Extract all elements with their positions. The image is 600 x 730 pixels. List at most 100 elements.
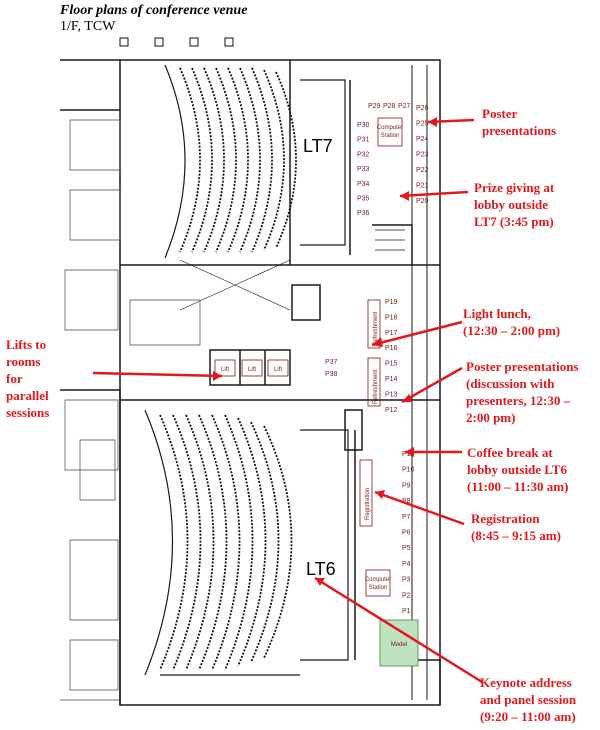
poster-label: P27	[398, 103, 411, 110]
poster-label: P4	[402, 561, 411, 568]
poster-label: P2	[402, 592, 411, 599]
poster-label: P36	[357, 210, 370, 217]
poster-label: P33	[357, 166, 370, 173]
computer-station-top-label-1: Computer	[377, 125, 403, 131]
annotation-line: Prize giving at	[474, 180, 555, 195]
poster-label: P20	[416, 198, 429, 205]
arrow-registration	[374, 490, 465, 526]
poster-label: P8	[402, 498, 411, 505]
annotation-line: 2:00 pm)	[466, 410, 516, 425]
annotation-line: Coffee break at	[467, 445, 553, 460]
poster-label: P34	[357, 181, 370, 188]
annotation-line: Light lunch,	[463, 306, 531, 321]
annotation-keynote: Keynote address and panel session (9:20 …	[480, 674, 576, 725]
poster-label: P32	[357, 151, 370, 158]
room-lt6-label: LT6	[306, 559, 336, 579]
annotation-arrowheads	[213, 117, 437, 586]
computer-station-bottom-label-1: Computer	[365, 577, 391, 583]
poster-label: P19	[385, 299, 398, 306]
lift-boxes	[214, 359, 289, 377]
poster-label: P23	[416, 152, 429, 159]
annotation-line: Lifts to	[6, 337, 47, 352]
annotation-lifts: Lifts to rooms for parallel sessions	[6, 336, 49, 421]
annotation-line: LT7 (3:45 pm)	[474, 214, 554, 229]
poster-label: P10	[402, 467, 415, 474]
annotation-line: lobby outside	[474, 197, 549, 212]
lt6-room-walls	[144, 409, 349, 676]
annotation-line: sessions	[6, 405, 50, 420]
poster-label: P18	[385, 314, 398, 321]
room-lt7-label: LT7	[303, 136, 333, 156]
annotation-prize-giving: Prize giving at lobby outside LT7 (3:45 …	[474, 179, 554, 230]
poster-label: P35	[357, 196, 370, 203]
poster-label: P26	[416, 105, 429, 112]
annotation-line: Poster	[482, 106, 518, 121]
model-box	[379, 619, 419, 667]
annotation-light-lunch: Light lunch, (12:30 – 2:00 pm)	[463, 305, 560, 339]
building-outline	[60, 59, 441, 706]
poster-label: P13	[385, 391, 398, 398]
poster-label: P11	[402, 451, 414, 458]
lt6-seating	[159, 414, 293, 671]
annotation-line: presentations	[482, 123, 557, 138]
arrow-lunch	[371, 320, 463, 347]
poster-label: P14	[385, 376, 398, 383]
lift-label-2: Lift	[248, 367, 256, 373]
page-title: Floor plans of conference venue	[60, 3, 248, 18]
poster-label: P22	[416, 167, 429, 174]
annotation-arrows	[92, 118, 483, 684]
computer-station-top-label-2: Station	[381, 133, 400, 139]
poster-label: P21	[416, 183, 429, 190]
computer-station-bottom-label-2: Station	[369, 585, 388, 591]
annotation-poster-presentations: Poster presentations	[482, 105, 556, 139]
arrow-prize	[399, 190, 469, 198]
poster-label: P28	[383, 103, 396, 110]
annotation-line: (8:45 – 9:15 am)	[471, 528, 561, 543]
poster-label: P31	[357, 137, 370, 144]
poster-label: P24	[416, 136, 429, 143]
refreshment-bottom-box	[367, 357, 381, 407]
lt7-seating	[179, 67, 297, 253]
annotation-line: rooms	[6, 354, 41, 369]
annotation-line: lobby outside LT6	[467, 462, 567, 477]
annotation-poster-discussion: Poster presentations (discussion with pr…	[466, 358, 579, 426]
annotation-registration: Registration (8:45 – 9:15 am)	[471, 510, 561, 544]
annotation-line: for	[6, 371, 23, 386]
poster-label: P1	[402, 608, 411, 615]
poster-label: P7	[402, 514, 411, 521]
lift-label-1: Lift	[221, 367, 229, 373]
registration-desk-label: Registration	[365, 488, 371, 520]
arrow-poster-discussion	[401, 366, 463, 404]
annotation-line: parallel	[6, 388, 49, 403]
computer-station-bottom	[365, 569, 391, 597]
poster-label: P17	[385, 330, 398, 337]
registration-desk-box	[359, 459, 373, 527]
computer-station-top	[377, 117, 403, 147]
poster-label: P37	[325, 359, 338, 366]
left-plan-detail	[60, 119, 201, 701]
refreshment-bottom-label: Refreshment	[373, 369, 379, 404]
column-markers	[119, 37, 234, 47]
page-subtitle: 1/F, TCW	[60, 19, 116, 34]
poster-label: P16	[385, 345, 398, 352]
annotation-line: Registration	[471, 511, 540, 526]
annotation-line: (9:20 – 11:00 am)	[480, 709, 576, 724]
annotation-line: Poster presentations	[466, 359, 579, 374]
annotation-coffee-break: Coffee break at lobby outside LT6 (11:00…	[467, 444, 568, 495]
poster-label: P9	[402, 482, 411, 489]
poster-label: P38	[325, 371, 338, 378]
annotation-line: presenters, 12:30 –	[466, 393, 571, 408]
poster-label: P5	[402, 545, 411, 552]
annotation-line: (11:00 – 11:30 am)	[467, 479, 569, 494]
poster-label: P3	[402, 577, 411, 584]
poster-label: P30	[357, 122, 370, 129]
lift-label-3: Lift	[274, 367, 282, 373]
poster-label: P15	[385, 361, 398, 368]
annotation-line: (discussion with	[466, 376, 555, 391]
annotation-line: (12:30 – 2:00 pm)	[463, 323, 561, 338]
poster-label: P12	[385, 407, 398, 414]
annotation-line: and panel session	[480, 692, 577, 707]
